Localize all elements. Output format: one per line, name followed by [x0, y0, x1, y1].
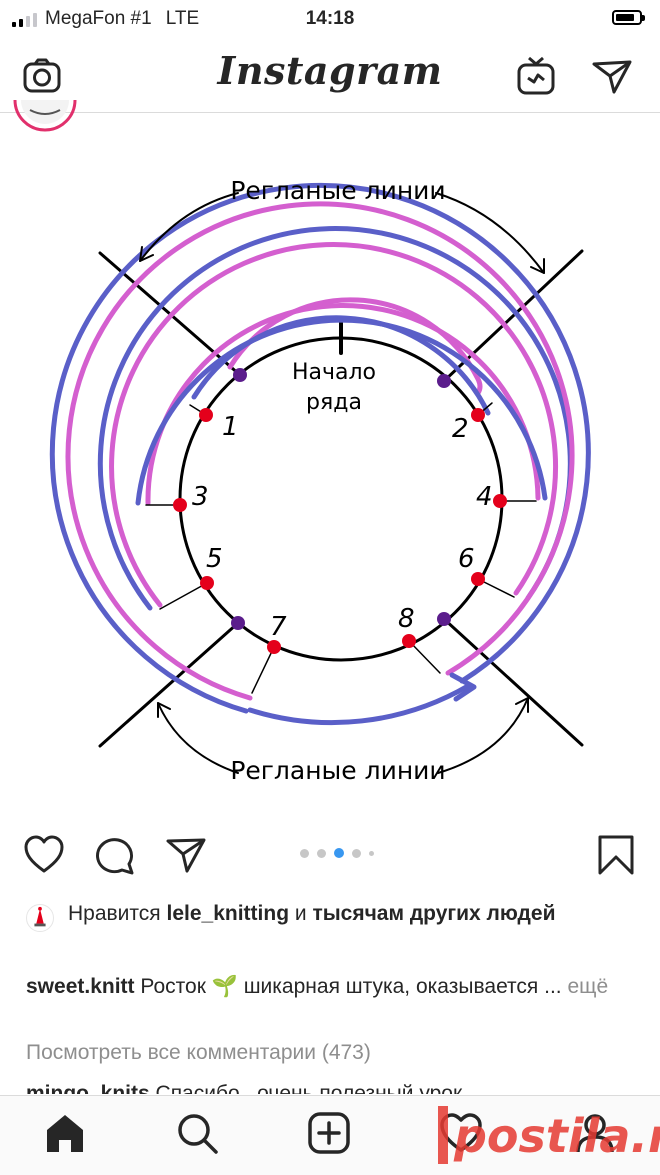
carrier-name: MegaFon #1 — [45, 8, 152, 29]
marker-label-3: 3 — [192, 482, 209, 512]
caption-text-2: шикарная штука, оказывается ... — [237, 975, 568, 998]
network-type: LTE — [165, 8, 200, 29]
center-label-line2: ряда — [306, 390, 362, 415]
row-arc-8 — [49, 183, 591, 714]
liker-username[interactable]: lele_knitting — [166, 902, 290, 925]
marker-label-8: 8 — [398, 604, 415, 634]
marker-2 — [471, 408, 485, 422]
raglan-label-bottom: Регланые линии — [230, 756, 445, 785]
watermark-text: postila.ru — [453, 1109, 660, 1163]
status-bar: MegaFon #1 LTE 14:18 — [0, 0, 660, 40]
caption-username[interactable]: sweet.knitt — [26, 975, 135, 998]
carousel-dot — [317, 848, 326, 858]
post-image-diagram[interactable]: 1 2 3 4 5 6 7 8 Начало ряда Регланые лин… — [0, 153, 660, 803]
marker-4 — [493, 494, 507, 508]
row-arc-bottom — [247, 683, 471, 726]
likes-text: Нравится lele_knitting и тысячам других … — [68, 900, 626, 928]
liker-avatar[interactable] — [26, 904, 54, 932]
comment-text: Спасибо , очень полезный урок — [149, 1082, 463, 1094]
raglan-label-top: Регланые линии — [230, 176, 445, 205]
new-post-icon[interactable] — [306, 1110, 352, 1156]
marker-label-1: 1 — [222, 412, 239, 442]
igtv-icon[interactable] — [514, 54, 558, 98]
direct-send-icon[interactable] — [590, 54, 634, 98]
status-left: MegaFon #1 LTE — [12, 8, 199, 30]
marker-3 — [173, 498, 187, 512]
caption-more-link[interactable]: ещё — [567, 975, 609, 998]
row-arc-1 — [227, 297, 483, 396]
comment-bubble-icon[interactable] — [94, 833, 138, 877]
row-direction-arrow — [449, 672, 477, 702]
likes-conjunction: и — [289, 902, 313, 925]
battery-icon — [612, 10, 645, 25]
postila-watermark: postila.ru — [438, 1106, 660, 1164]
search-icon[interactable] — [174, 1110, 220, 1156]
arrow-top-left — [139, 192, 239, 262]
carousel-dot — [352, 848, 361, 858]
carousel-dot — [369, 850, 374, 856]
caption-text-1: Росток — [134, 975, 212, 998]
share-send-icon[interactable] — [164, 833, 208, 877]
nav-bar: Instagram — [0, 40, 660, 113]
partial-comment: mingo_knits Спасибо , очень полезный уро… — [26, 1080, 646, 1094]
likes-prefix: Нравится — [68, 902, 167, 925]
profile-icon[interactable] — [572, 1110, 618, 1156]
marker-label-7: 7 — [270, 612, 287, 642]
post-caption: sweet.knitt Росток 🌱 шикарная штука, ока… — [26, 972, 626, 1001]
marker-1 — [199, 408, 213, 422]
marker-8 — [402, 634, 416, 648]
carousel-dot — [300, 848, 309, 858]
marker-5 — [200, 576, 214, 590]
center-circle — [178, 336, 504, 662]
center-label-line1: Начало — [292, 360, 376, 385]
arrow-bottom-right — [437, 697, 529, 774]
status-time: 14:18 — [305, 8, 355, 29]
bottom-tab-bar — [0, 1095, 660, 1175]
author-avatar[interactable] — [12, 100, 78, 136]
marker-label-5: 5 — [206, 544, 223, 574]
caption-emoji: 🌱 — [211, 975, 238, 998]
carousel-dot-active — [334, 848, 344, 858]
carousel-indicator — [300, 848, 374, 858]
like-heart-icon[interactable] — [22, 833, 66, 877]
marker-label-2: 2 — [452, 414, 469, 444]
row-arc-5 — [109, 242, 559, 608]
row-arc-4 — [135, 317, 548, 506]
arrow-bottom-left — [157, 702, 239, 774]
marker-label-4: 4 — [476, 482, 493, 512]
post-action-bar — [0, 825, 660, 885]
likes-summary[interactable]: Нравится lele_knitting и тысячам других … — [26, 900, 626, 932]
row-arc-6 — [97, 226, 573, 611]
raglan-line-bottom-left — [98, 621, 240, 748]
comment-username[interactable]: mingo_knits — [26, 1082, 150, 1094]
signal-icon — [12, 11, 37, 27]
marker-label-6: 6 — [458, 544, 475, 574]
raglan-line-bottom-right — [442, 617, 584, 747]
battery-fill — [616, 14, 634, 21]
arrow-top-right — [435, 192, 545, 274]
home-icon[interactable] — [42, 1110, 88, 1156]
marker-7 — [267, 640, 281, 654]
row-arc-7 — [65, 201, 575, 701]
camera-icon[interactable] — [20, 54, 64, 98]
bookmark-save-icon[interactable] — [594, 833, 638, 877]
view-all-comments-link[interactable]: Посмотреть все комментарии (473) — [26, 1041, 371, 1064]
likes-others-count[interactable]: тысячам других людей — [312, 902, 556, 925]
instagram-logo[interactable]: Instagram — [217, 48, 443, 93]
marker-6 — [471, 572, 485, 586]
